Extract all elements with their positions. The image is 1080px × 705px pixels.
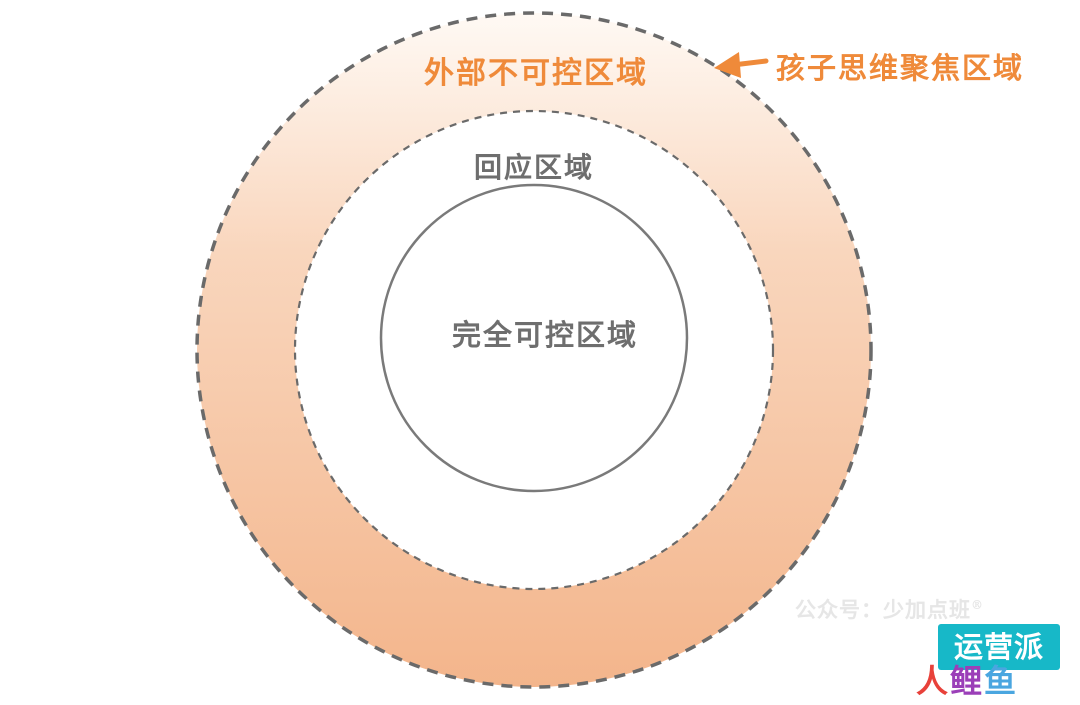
- logo-bottom-text: 人鲤鱼: [916, 664, 1066, 698]
- logo-top-text: 运营派: [938, 624, 1060, 670]
- control-zone-label: 完全可控区域: [452, 318, 639, 352]
- logo-char-2: 鲤: [950, 662, 985, 700]
- watermark-text: 公众号：少加点班: [795, 597, 971, 622]
- focus-zone-label: 孩子思维聚焦区域: [776, 51, 1025, 85]
- logo: 运营派 人鲤鱼: [916, 624, 1060, 698]
- arrow-left-icon: [714, 52, 769, 78]
- outer-zone-label: 外部不可控区域: [424, 56, 648, 91]
- logo-char-3: 鱼: [984, 662, 1019, 700]
- outer-dashed-circle: [195, 11, 873, 689]
- control-solid-circle: [379, 183, 689, 493]
- response-zone-label: 回应区域: [474, 151, 595, 184]
- watermark: 公众号：少加点班®: [795, 594, 984, 624]
- registered-mark: ®: [971, 598, 984, 612]
- logo-char-1: 人: [916, 662, 951, 700]
- response-dashed-circle: [293, 109, 775, 591]
